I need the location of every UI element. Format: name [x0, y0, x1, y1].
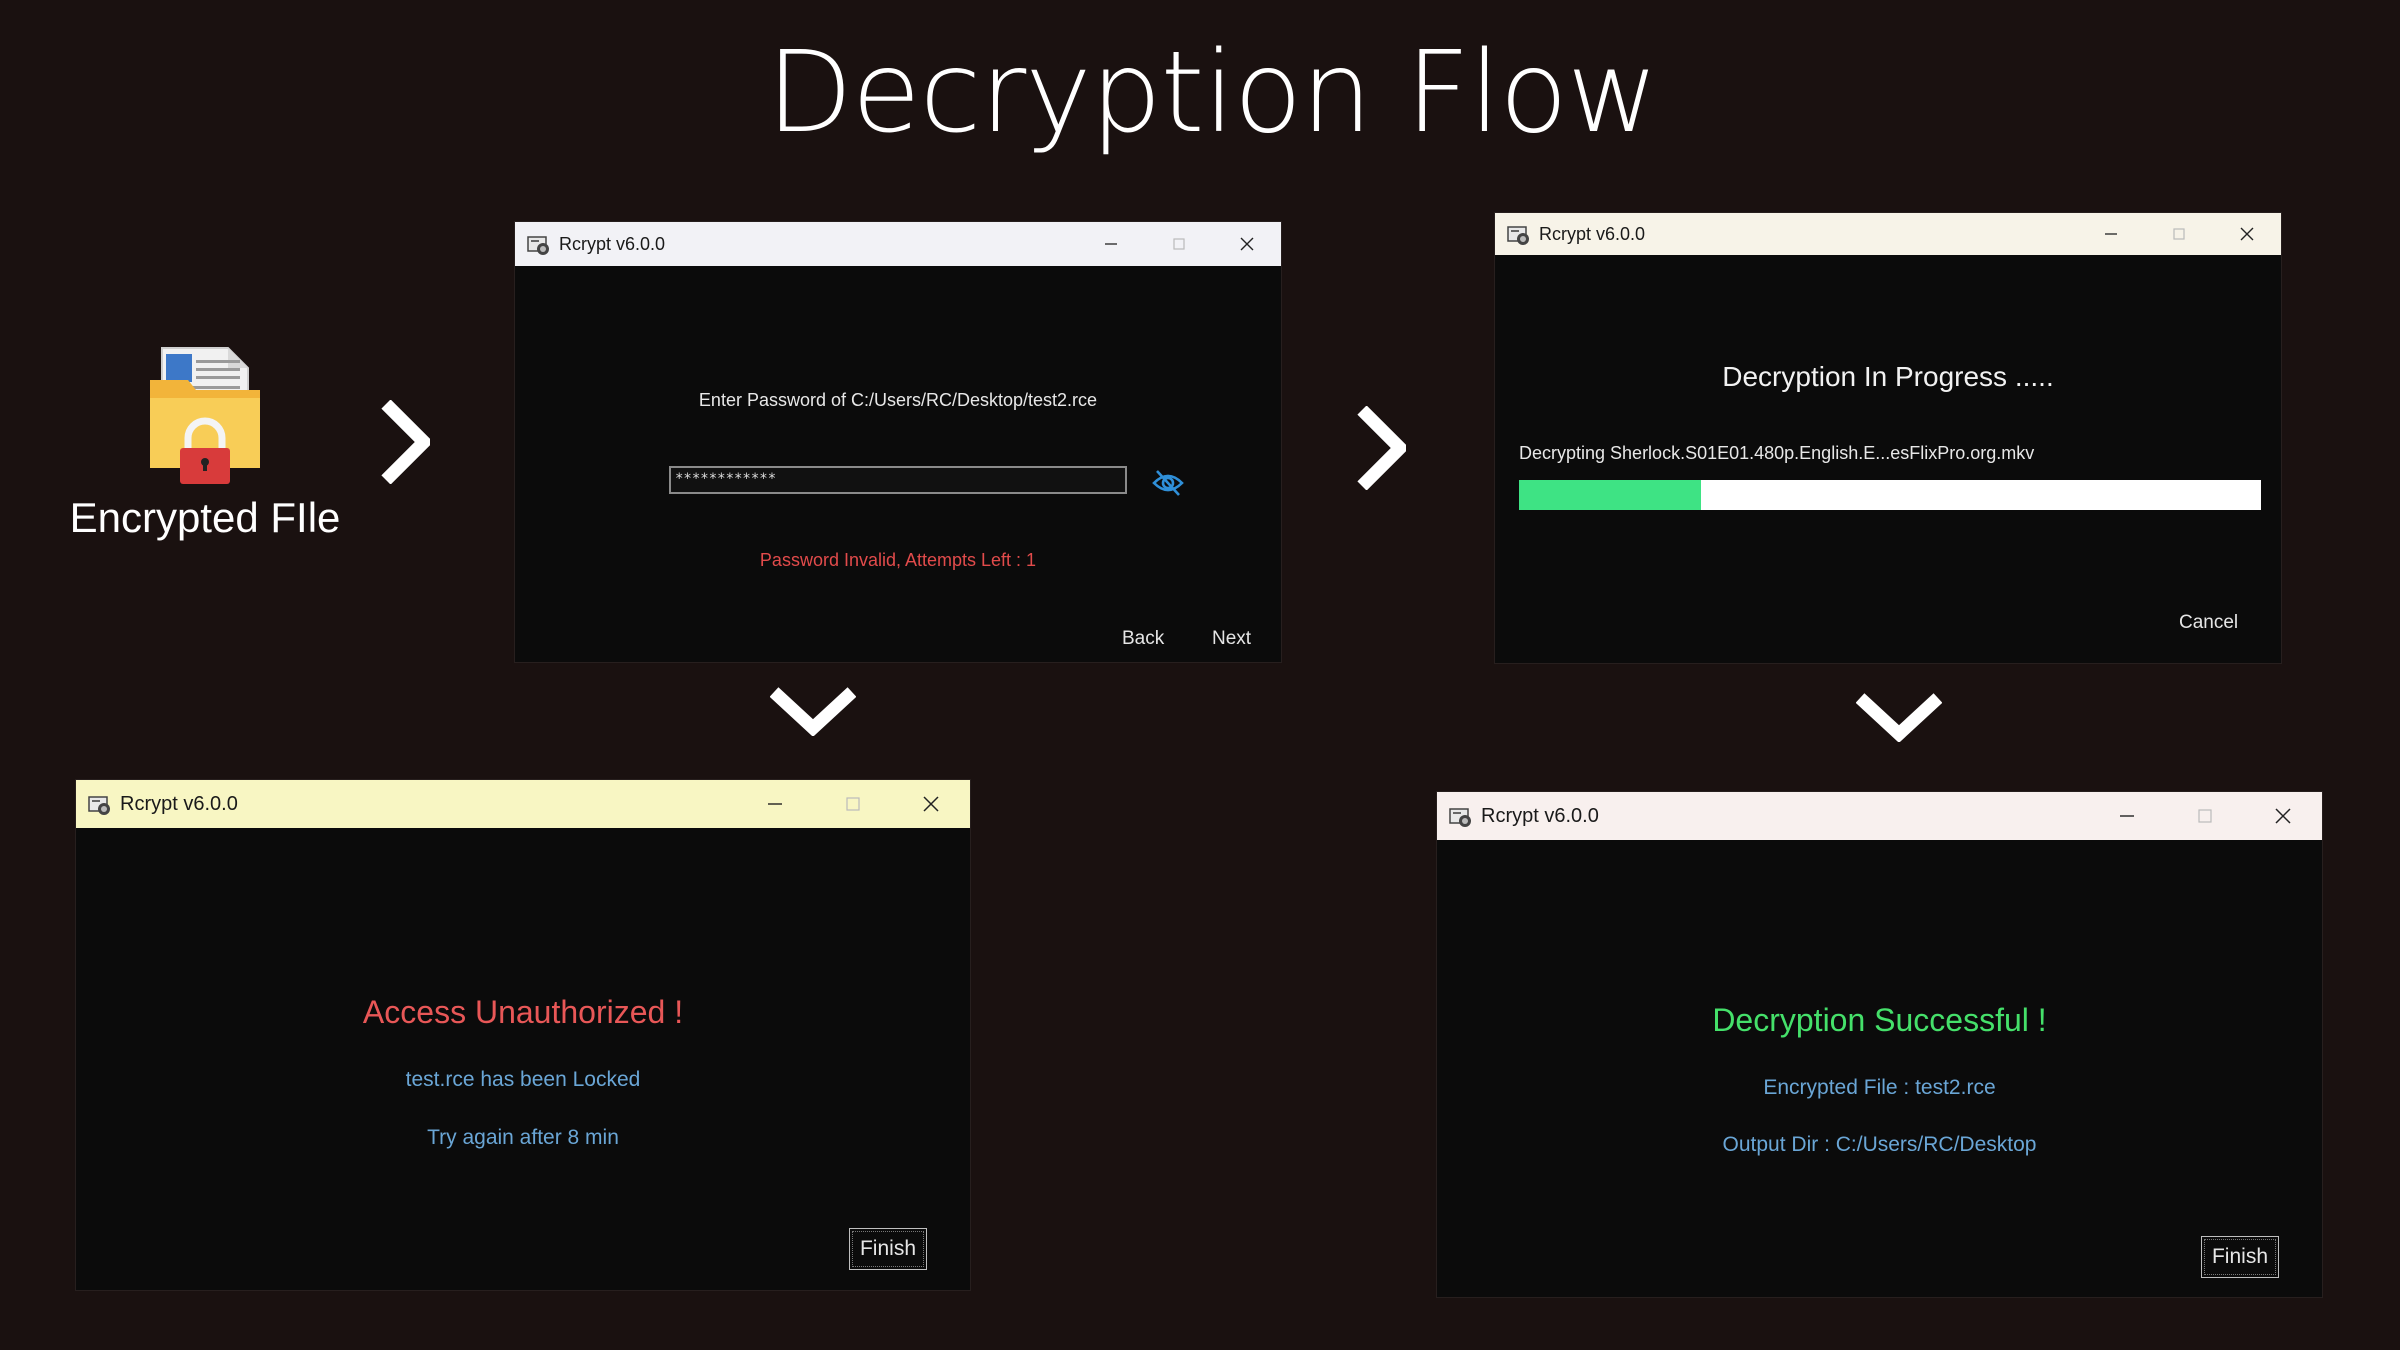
window-title: Rcrypt v6.0.0	[1539, 223, 1646, 244]
window-title: Rcrypt v6.0.0	[120, 792, 238, 815]
progress-heading: Decryption In Progress .....	[1722, 361, 2054, 392]
window-title: Rcrypt v6.0.0	[559, 233, 666, 254]
arrow-right-icon	[1357, 406, 1406, 490]
password-prompt: Enter Password of C:/Users/RC/Desktop/te…	[698, 390, 1098, 410]
app-icon	[525, 231, 551, 257]
window-title: Rcrypt v6.0.0	[1481, 804, 1599, 827]
progress-file-status: Decrypting Sherlock.S01E01.480p.English.…	[1519, 443, 2035, 463]
minimize-icon[interactable]	[1077, 222, 1145, 266]
locked-folder-icon	[140, 340, 270, 490]
window-titlebar: Rcrypt v6.0.0	[1495, 213, 2281, 255]
window-titlebar: Rcrypt v6.0.0	[515, 222, 1281, 266]
progress-window: Rcrypt v6.0.0 Decryption In Progress ...…	[1495, 213, 2281, 663]
app-icon	[86, 791, 112, 817]
window-titlebar: Rcrypt v6.0.0	[76, 780, 970, 828]
locked-heading: Access Unauthorized !	[362, 994, 684, 1030]
close-icon[interactable]	[2244, 792, 2322, 840]
success-window: Rcrypt v6.0.0 Decryption Successful ! En…	[1437, 792, 2322, 1297]
error-message: Password Invalid, Attempts Left : 1	[759, 550, 1037, 570]
app-icon	[1505, 221, 1531, 247]
close-icon[interactable]	[892, 780, 970, 828]
encrypted-file-info: Encrypted File : test2.rce	[1763, 1076, 1996, 1099]
finish-button[interactable]: Finish	[2201, 1236, 2279, 1278]
back-button[interactable]: Back	[1122, 628, 1165, 649]
progress-fill	[1519, 480, 1701, 510]
progress-bar	[1519, 480, 2261, 510]
minimize-icon[interactable]	[2088, 792, 2166, 840]
cancel-button[interactable]: Cancel	[2179, 612, 2239, 633]
minimize-icon[interactable]	[2077, 213, 2145, 255]
minimize-icon[interactable]	[736, 780, 814, 828]
output-dir-info: Output Dir : C:/Users/RC/Desktop	[1722, 1133, 2037, 1156]
maximize-icon[interactable]	[2166, 792, 2244, 840]
page-title: Decryption Flow	[766, 28, 1659, 158]
retry-message: Try again after 8 min	[427, 1126, 619, 1149]
maximize-icon[interactable]	[1145, 222, 1213, 266]
app-icon	[1447, 803, 1473, 829]
password-input[interactable]: ************	[669, 466, 1127, 494]
maximize-icon[interactable]	[2145, 213, 2213, 255]
eye-slash-icon[interactable]	[1151, 468, 1185, 498]
finish-button[interactable]: Finish	[849, 1228, 927, 1270]
arrow-down-icon	[770, 687, 856, 736]
file-label: Encrypted FIle	[69, 494, 341, 541]
arrow-down-icon	[1856, 693, 1942, 742]
close-icon[interactable]	[1213, 222, 1281, 266]
arrow-right-icon	[381, 400, 430, 484]
password-window: Rcrypt v6.0.0 Enter Password of C:/Users…	[515, 222, 1281, 662]
encrypted-file: Encrypted FIle	[60, 340, 350, 542]
close-icon[interactable]	[2213, 213, 2281, 255]
maximize-icon[interactable]	[814, 780, 892, 828]
window-titlebar: Rcrypt v6.0.0	[1437, 792, 2322, 840]
locked-window: Rcrypt v6.0.0 Access Unauthorized ! test…	[76, 780, 970, 1290]
locked-message: test.rce has been Locked	[405, 1068, 641, 1091]
next-button[interactable]: Next	[1212, 628, 1252, 649]
success-heading: Decryption Successful !	[1712, 1002, 2047, 1038]
